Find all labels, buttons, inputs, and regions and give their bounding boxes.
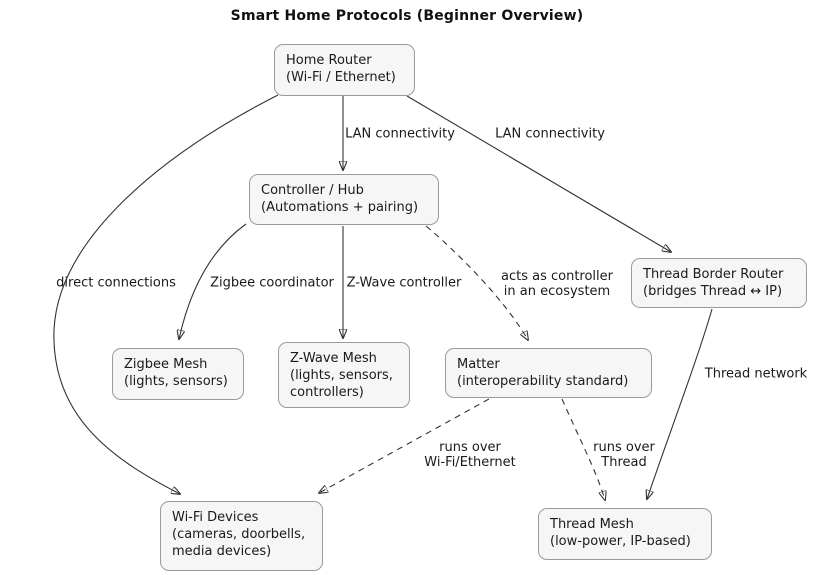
edge-label-acts-as-controller-line2: in an ecosystem xyxy=(503,284,611,299)
node-matter-line2: (interoperability standard) xyxy=(457,374,629,389)
node-matter-line1: Matter xyxy=(457,357,500,372)
edge-thread-border-router-to-thread-mesh xyxy=(647,308,713,499)
node-thread-border-router: Thread Border Router (bridges Thread ↔ I… xyxy=(631,258,807,308)
node-thread-mesh-line2: (low-power, IP-based) xyxy=(550,534,691,549)
node-zwave-mesh-line2: (lights, sensors, xyxy=(290,368,393,383)
edge-label-zigbee-coordinator: Zigbee coordinator xyxy=(210,275,334,291)
node-zigbee-mesh-line2: (lights, sensors) xyxy=(124,374,228,389)
edge-label-runs-over-thread: runs over Thread xyxy=(593,440,655,470)
node-wifi-devices-line1: Wi-Fi Devices xyxy=(172,510,259,525)
node-controller-hub-line2: (Automations + pairing) xyxy=(261,200,419,215)
node-wifi-devices-line3: media devices) xyxy=(172,544,272,559)
edge-hub-to-zigbee-mesh xyxy=(179,223,247,339)
node-thread-mesh: Thread Mesh (low-power, IP-based) xyxy=(538,508,712,560)
node-matter: Matter (interoperability standard) xyxy=(445,348,652,398)
edge-label-runs-over-thread-line1: runs over xyxy=(593,440,655,455)
node-thread-mesh-line1: Thread Mesh xyxy=(550,517,634,532)
node-home-router-line1: Home Router xyxy=(286,53,372,68)
diagram-title: Smart Home Protocols (Beginner Overview) xyxy=(230,8,584,24)
edge-label-runs-over-wifi: runs over Wi-Fi/Ethernet xyxy=(424,440,515,470)
edge-label-direct-connections: direct connections xyxy=(56,275,176,291)
edge-label-lan-connectivity-1: LAN connectivity xyxy=(345,126,455,142)
node-thread-border-router-line2: (bridges Thread ↔ IP) xyxy=(643,284,783,299)
node-zigbee-mesh-line1: Zigbee Mesh xyxy=(124,357,208,372)
edge-hub-to-matter xyxy=(425,225,528,340)
node-zwave-mesh: Z-Wave Mesh (lights, sensors, controller… xyxy=(278,342,410,408)
edge-router-to-thread-border-router xyxy=(406,95,671,252)
edge-matter-to-thread-mesh xyxy=(561,398,605,500)
edge-label-thread-network: Thread network xyxy=(704,366,808,382)
node-zwave-mesh-line1: Z-Wave Mesh xyxy=(290,351,377,366)
node-thread-border-router-line1: Thread Border Router xyxy=(643,267,784,282)
node-controller-hub-line1: Controller / Hub xyxy=(261,183,364,198)
edge-label-runs-over-wifi-line2: Wi-Fi/Ethernet xyxy=(424,455,516,470)
edge-label-acts-as-controller: acts as controller in an ecosystem xyxy=(501,269,613,299)
edge-label-runs-over-thread-line2: Thread xyxy=(601,455,647,470)
edge-label-acts-as-controller-line1: acts as controller xyxy=(500,269,614,284)
node-wifi-devices: Wi-Fi Devices (cameras, doorbells, media… xyxy=(160,501,323,571)
node-controller-hub: Controller / Hub (Automations + pairing) xyxy=(249,174,439,225)
node-wifi-devices-line2: (cameras, doorbells, xyxy=(172,527,306,542)
edge-label-zwave-controller: Z-Wave controller xyxy=(346,275,462,291)
edge-label-runs-over-wifi-line1: runs over xyxy=(439,440,501,455)
edge-router-to-wifi-devices xyxy=(53,94,279,494)
node-zigbee-mesh: Zigbee Mesh (lights, sensors) xyxy=(112,348,244,400)
node-zwave-mesh-line3: controllers) xyxy=(290,385,364,400)
node-home-router: Home Router (Wi-Fi / Ethernet) xyxy=(274,44,415,96)
edge-label-lan-connectivity-2: LAN connectivity xyxy=(495,126,605,142)
node-home-router-line2: (Wi-Fi / Ethernet) xyxy=(286,70,396,85)
